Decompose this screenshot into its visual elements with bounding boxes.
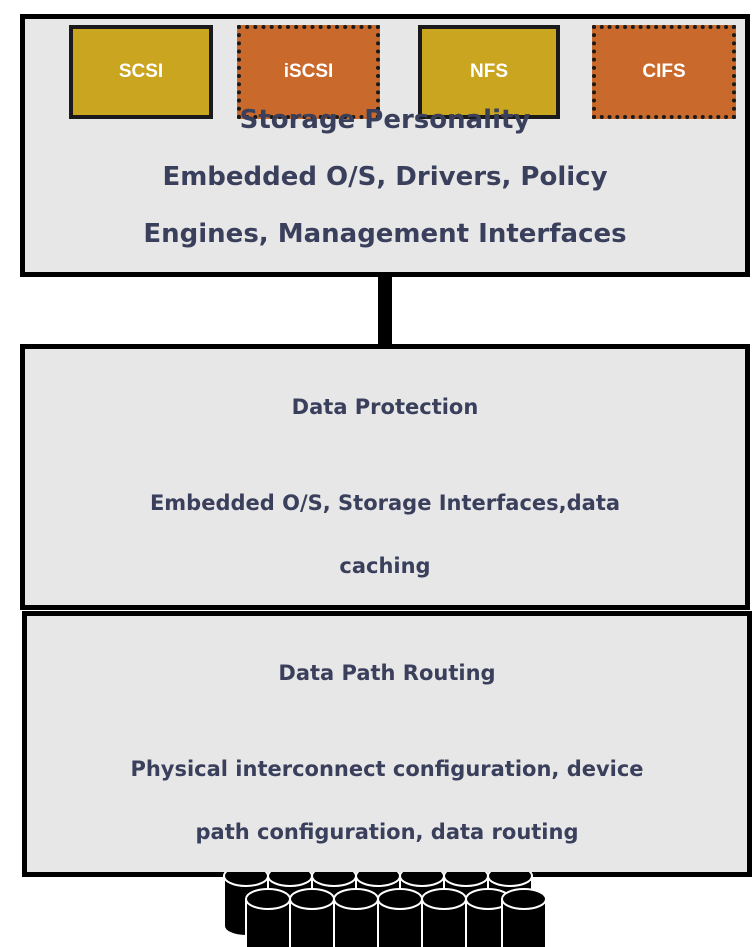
disk-cylinder-icon <box>333 888 379 947</box>
protocol-nfs-box: NFS <box>418 25 560 119</box>
data-path-routing-line-2: path configuration, data routing <box>195 820 579 844</box>
disk-cylinder-icon <box>289 888 335 947</box>
storage-personality-layer: SCSI iSCSI NFS CIFS Storage Personality … <box>20 14 750 277</box>
disk-array <box>223 872 547 947</box>
storage-personality-heading: Storage Personality <box>239 105 531 135</box>
disk-cylinder-icon <box>421 888 467 947</box>
disk-cylinder-icon <box>377 888 423 947</box>
storage-personality-line-1: Embedded O/S, Drivers, Policy <box>162 162 608 192</box>
protocol-cifs-box: CIFS <box>592 25 736 119</box>
disk-cylinder-icon <box>245 888 291 947</box>
data-path-routing-layer: Data Path Routing Physical interconnect … <box>22 611 752 877</box>
storage-personality-line-2: Engines, Management Interfaces <box>143 219 627 249</box>
data-protection-line-1: Embedded O/S, Storage Interfaces,data <box>149 491 621 515</box>
data-path-routing-heading: Data Path Routing <box>278 661 496 685</box>
protocol-iscsi-box: iSCSI <box>237 25 380 119</box>
disk-cylinder-icon <box>501 888 547 947</box>
protocol-scsi-label: SCSI <box>118 61 164 82</box>
data-protection-heading: Data Protection <box>291 395 479 419</box>
data-path-routing-line-1: Physical interconnect configuration, dev… <box>130 757 644 781</box>
protocol-nfs-label: NFS <box>470 61 508 82</box>
data-protection-line-2: caching <box>339 554 431 578</box>
protocol-cifs-label: CIFS <box>642 61 686 82</box>
layer-connector <box>378 277 392 344</box>
protocol-iscsi-label: iSCSI <box>283 61 334 82</box>
data-protection-layer: Data Protection Embedded O/S, Storage In… <box>20 344 750 610</box>
protocol-scsi-box: SCSI <box>69 25 213 119</box>
